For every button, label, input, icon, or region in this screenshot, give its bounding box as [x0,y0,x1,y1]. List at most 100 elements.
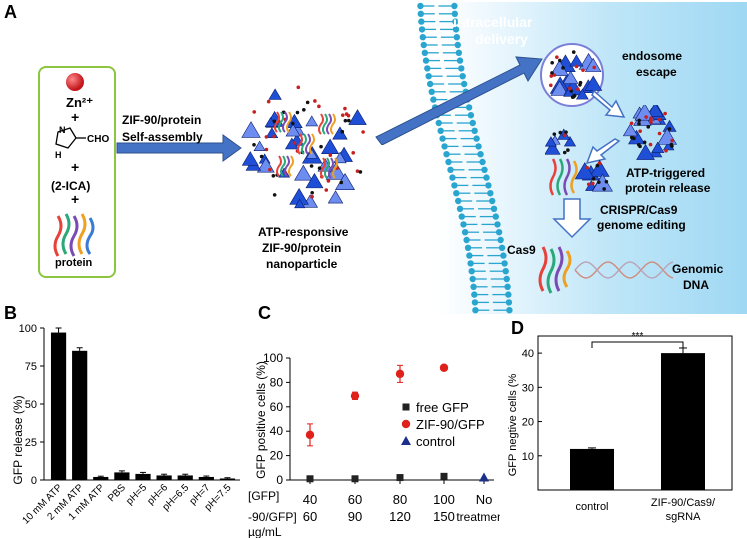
panel-c-xrow2-value: 90 [348,509,362,524]
zn-tetrahedron [589,159,610,177]
panel-c-xrow2-value: 60 [303,509,317,524]
lipid-head-outer [417,2,424,10]
lipid-head-outer [419,34,427,41]
zn-tetrahedron [241,151,259,166]
lipid-head-inner [504,283,511,290]
protein-label: protein [55,257,93,269]
lipid-head-inner [451,10,459,17]
encapsulated-protein-strand [276,155,282,177]
linker-atom [663,111,667,116]
encapsulated-protein-strand [305,133,311,155]
linker-atom [578,83,582,87]
panel-c-point-zif-gfp [439,363,449,372]
linker-atom [595,163,600,168]
lipid-head-inner [452,18,459,25]
panel-b-ytick-label: 25 [25,437,37,449]
linker-atom [648,142,653,147]
linker-atom [292,141,297,145]
lipid-head-outer [425,73,432,80]
linker-atom [586,182,591,187]
panel-b-ytick-label: 100 [19,323,37,335]
panel-d-letter: D [511,318,524,338]
lipid-head-inner [456,57,464,64]
panel-c-xrow1-label: [GFP] [248,489,279,503]
linker-atom [667,127,672,131]
linker-atom [252,110,257,114]
panel-c-point-free-gfp [396,474,404,482]
crispr-label-1: CRISPR/Cas9 [600,203,678,217]
linker-atom [591,181,595,186]
lipid-head-outer [447,166,454,173]
lipid-head-inner [490,205,498,212]
linker-atom [343,106,347,111]
linker-atom [268,167,272,172]
zn-tetrahedron [563,135,577,147]
nanoparticle-label-2: ZIF-90/protein [262,241,342,255]
zn-tetrahedron [268,88,282,100]
zn-tetrahedron [545,136,557,147]
linker-atom [339,180,344,185]
zn-tetrahedron [321,138,340,154]
zn-tetrahedron [253,140,266,151]
linker-atom [636,142,641,147]
linker-atom [649,116,653,121]
lipid-head-inner [488,197,496,205]
panel-c-xrow2-value: treatmen [456,510,500,524]
genomic-dna-illustration [538,246,674,294]
linker-atom [597,161,602,166]
panel-d-ytick-label: 10 [522,451,534,463]
panel-b-category-label: pH=5 [124,482,149,507]
plus-sign-2: + [71,159,79,175]
zn-tetrahedron [584,57,602,72]
zn-tetrahedron [622,123,639,137]
encapsulated-protein-strand [328,157,334,179]
encapsulated-protein-strand [301,133,307,155]
linker-atom [572,93,577,98]
lipid-head-inner [502,268,509,275]
linker-atom [346,113,351,118]
linker-atom [558,130,563,135]
linker-atom [340,129,345,134]
linker-atom [313,99,317,103]
lipid-head-inner [477,151,484,158]
zn-tetrahedron [327,190,344,204]
linker-atom [591,177,596,181]
linker-atom [629,121,634,126]
zn-tetrahedron [294,198,306,209]
panel-d-bar [661,353,705,490]
lipid-head-inner [503,275,510,283]
linker-atom [252,142,256,147]
panel-d-frame [537,335,733,491]
lipid-head-outer [449,174,456,181]
dna-strand-1 [574,261,674,279]
linker-atom [642,140,647,145]
panel-c-xrow2-label: -90/GFP] [248,510,297,524]
zn-tetrahedron [646,105,664,117]
lipid-head-inner [501,260,508,267]
linker-atom [552,132,557,136]
linker-atom [296,85,301,90]
ring-n-label: N [59,125,66,135]
panel-b-ylabel: GFP release (%) [11,395,25,484]
ring-h-label: H [55,150,62,160]
lipid-head-inner [505,299,513,306]
linker-atom [602,187,606,191]
lipid-head-outer [470,283,477,290]
lipid-head-inner [467,112,475,119]
escape-arrow [591,89,626,118]
panel-c-ytick-label: 100 [263,351,283,365]
linker-atom [550,61,554,65]
panel-b-bar [156,475,172,480]
zn-tetrahedron [662,119,677,132]
panel-c-ytick-label: 60 [270,400,284,414]
cas9-label: Cas9 [507,243,536,257]
panel-c-ytick-label: 0 [276,473,283,487]
zinc-ion-sphere [66,73,84,91]
intracellular-label-2: delivery [475,31,528,47]
significance-stars: *** [632,331,644,342]
linker-atom [568,86,572,91]
panel-d-bar [570,448,614,490]
linker-atom [324,188,329,192]
encapsulated-protein-strand [318,113,324,135]
encapsulated-protein-strand [278,111,284,133]
